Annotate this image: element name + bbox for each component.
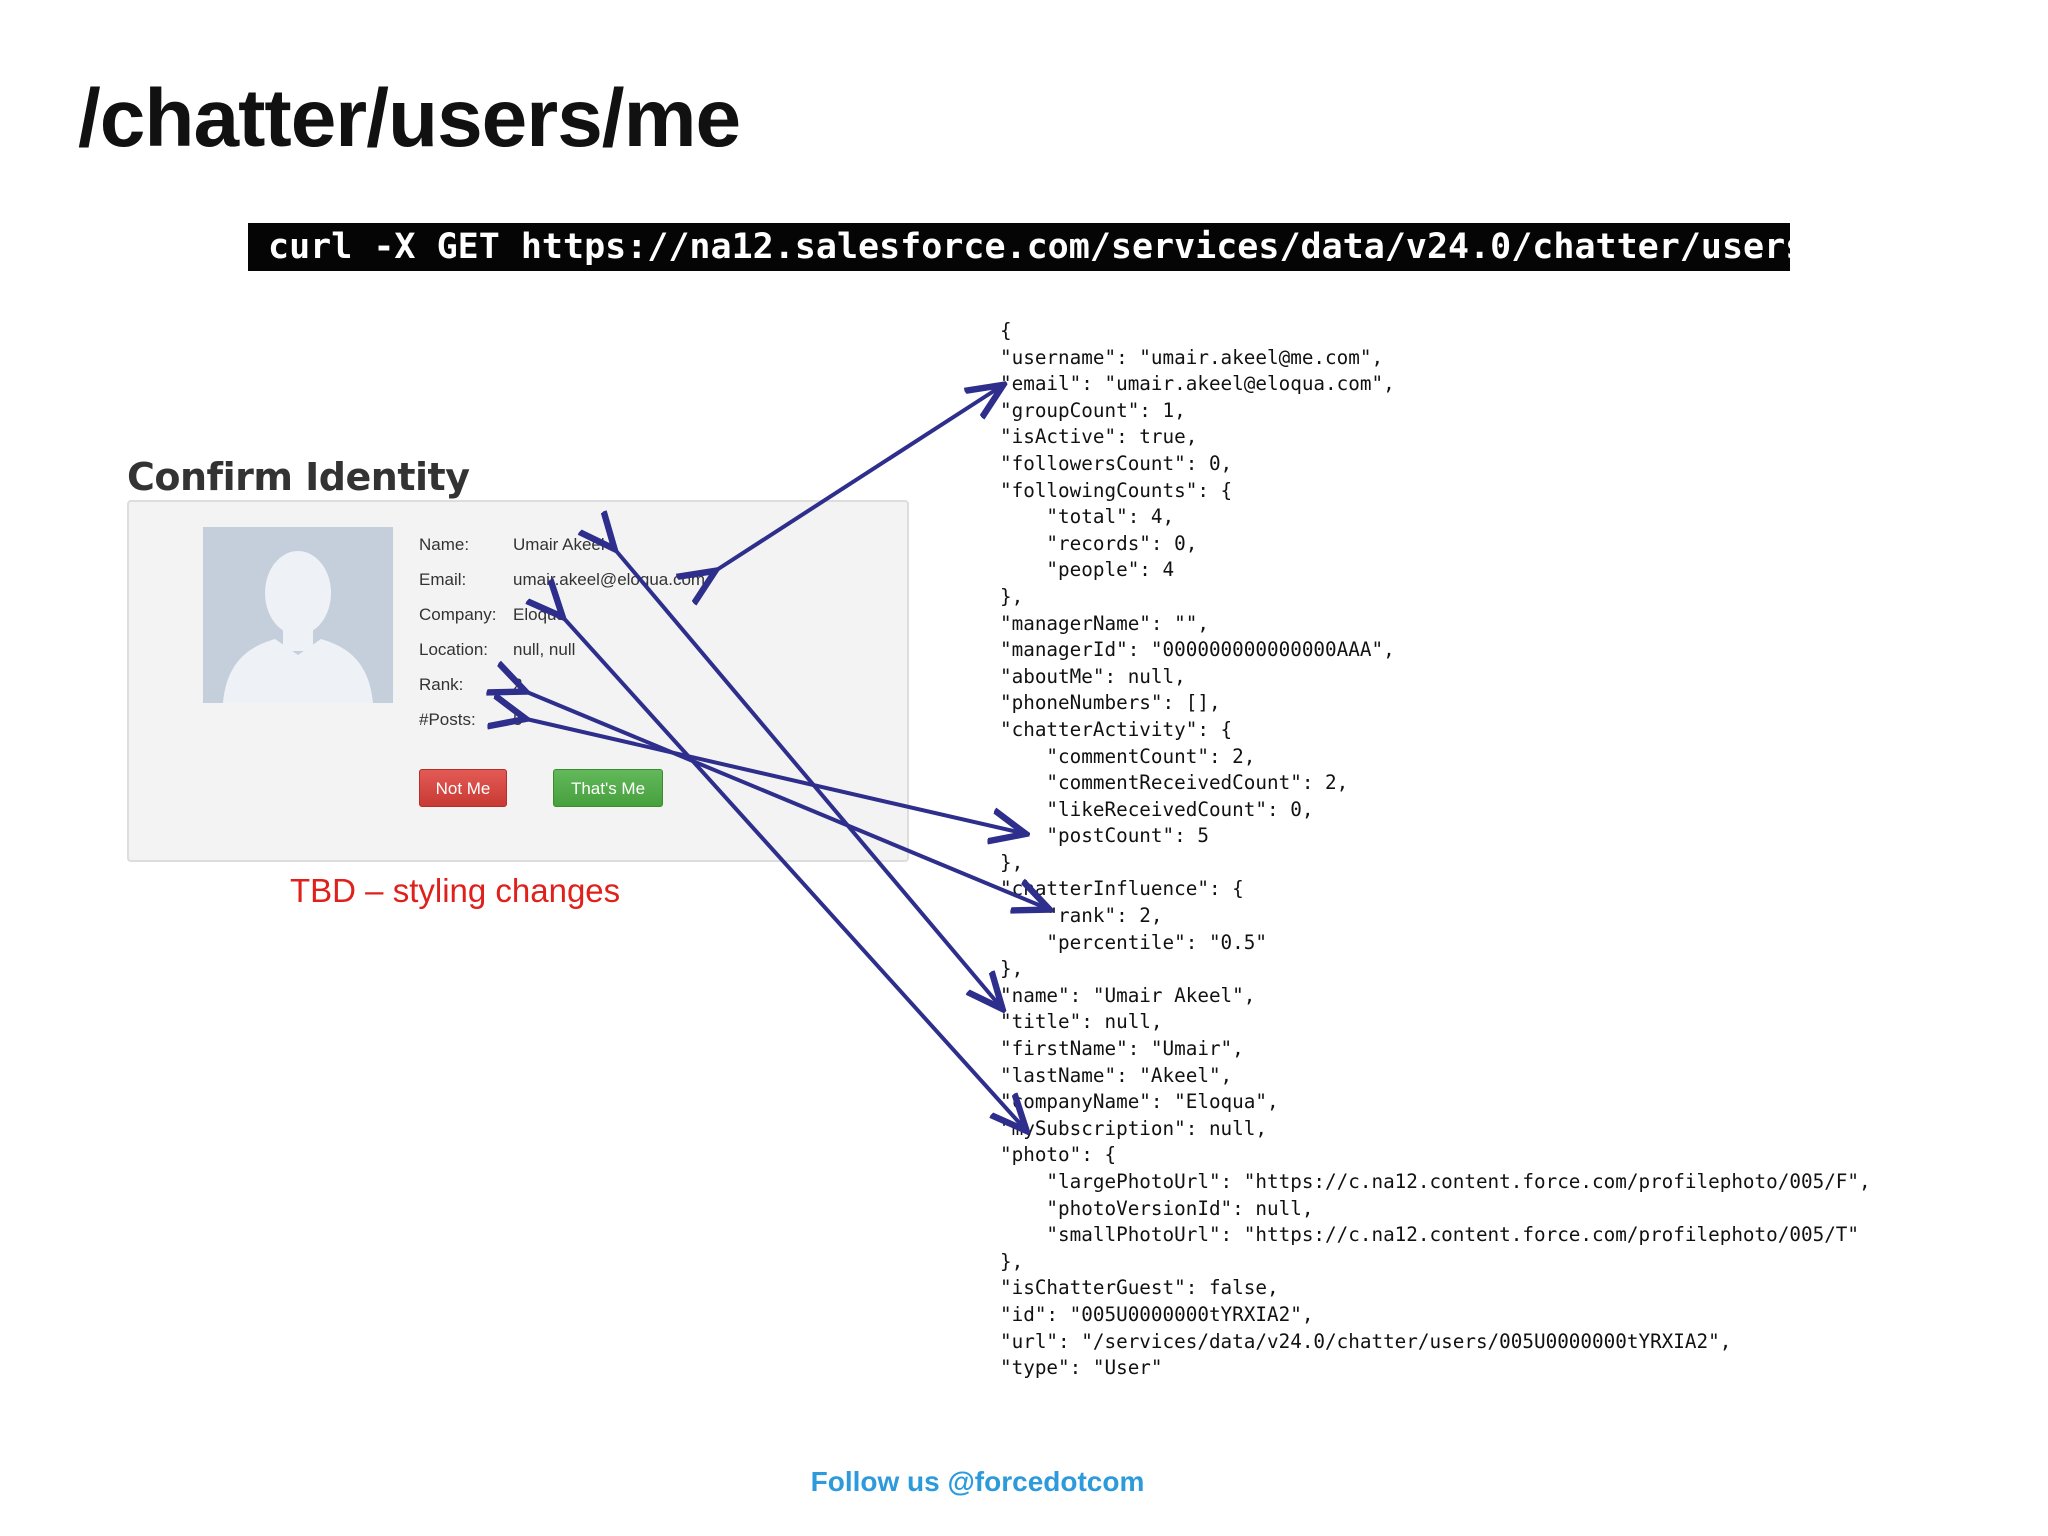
- slide-title: /chatter/users/me: [78, 73, 741, 164]
- json-line: "postCount": 5: [1000, 824, 1209, 848]
- json-line: "title": null,: [1000, 1010, 1163, 1034]
- json-response: { "username": "umair.akeel@me.com", "email…: [1000, 318, 1871, 1382]
- json-line: "username": "umair.akeel@me.com",: [1000, 345, 1384, 369]
- field-label: #Posts:: [419, 710, 476, 729]
- field-row-posts: #Posts: 5: [419, 710, 522, 730]
- json-line: "type": "User": [1000, 1356, 1163, 1380]
- json-line: "companyName": "Eloqua",: [1000, 1090, 1279, 1114]
- field-label: Name:: [419, 535, 470, 554]
- field-label: Company:: [419, 605, 497, 624]
- json-line: "percentile": "0.5": [1000, 930, 1267, 954]
- json-line: "followersCount": 0,: [1000, 451, 1233, 475]
- json-line: "likeReceivedCount": 0,: [1000, 797, 1314, 821]
- confirm-identity-heading: Confirm Identity: [127, 455, 470, 499]
- json-line: {: [1000, 319, 1012, 342]
- field-row-email: Email: umair.akeel@eloqua.com: [419, 570, 705, 590]
- tbd-note: TBD – styling changes: [290, 872, 621, 909]
- json-line: "rank": 2,: [1000, 904, 1163, 928]
- field-value-location: null, null: [513, 640, 576, 659]
- json-line: "chatterInfluence": {: [1000, 877, 1244, 901]
- json-line: "photoVersionId": null,: [1000, 1196, 1314, 1220]
- field-value-email: umair.akeel@eloqua.com: [513, 570, 706, 589]
- json-line: "commentReceivedCount": 2,: [1000, 771, 1349, 795]
- json-line: },: [1000, 1249, 1024, 1273]
- json-line: "people": 4: [1000, 558, 1175, 582]
- json-line: "phoneNumbers": [],: [1000, 691, 1221, 715]
- field-value-company: Eloqua: [513, 605, 566, 624]
- json-line: "mySubscription": null,: [1000, 1116, 1267, 1140]
- thats-me-button[interactable]: That's Me: [553, 769, 663, 807]
- json-line: "largePhotoUrl": "https://c.na12.content…: [1000, 1170, 1871, 1193]
- json-line: "firstName": "Umair",: [1000, 1037, 1244, 1061]
- json-line: },: [1000, 957, 1024, 981]
- json-line: "isChatterGuest": false,: [1000, 1276, 1279, 1300]
- json-line: "aboutMe": null,: [1000, 664, 1186, 688]
- field-value-name: Umair Akeel: [513, 535, 605, 554]
- field-value-posts: 5: [513, 710, 523, 729]
- field-value-rank: 2: [513, 675, 523, 694]
- json-line: "chatterActivity": {: [1000, 717, 1233, 741]
- field-label: Location:: [419, 640, 488, 659]
- json-line: },: [1000, 584, 1024, 608]
- footer-follow-us[interactable]: Follow us @forcedotcom: [810, 1466, 1145, 1497]
- json-line: "email": "umair.akeel@eloqua.com",: [1000, 372, 1395, 396]
- not-me-button[interactable]: Not Me: [419, 769, 507, 807]
- json-line: "id": "005U0000000tYRXIA2",: [1000, 1302, 1314, 1326]
- field-row-name: Name: Umair Akeel: [419, 535, 605, 555]
- json-line: "lastName": "Akeel",: [1000, 1063, 1233, 1087]
- curl-command: curl -X GET https://na12.salesforce.com/…: [248, 223, 1790, 271]
- json-line: "url": "/services/data/v24.0/chatter/use…: [1000, 1329, 1732, 1353]
- json-line: "name": "Umair Akeel",: [1000, 983, 1256, 1007]
- field-label: Email:: [419, 570, 467, 589]
- json-line: "groupCount": 1,: [1000, 398, 1186, 422]
- json-line: "managerName": "",: [1000, 611, 1209, 635]
- json-line: "isActive": true,: [1000, 425, 1198, 449]
- json-line: },: [1000, 850, 1024, 874]
- field-row-rank: Rank: 2: [419, 675, 522, 695]
- json-line: "followingCounts": {: [1000, 478, 1233, 502]
- json-line: "total": 4,: [1000, 505, 1175, 529]
- confirm-identity-panel: Name: Umair Akeel Email: umair.akeel@eloqu…: [127, 500, 909, 862]
- field-row-company: Company: Eloqua: [419, 605, 566, 625]
- field-row-location: Location: null, null: [419, 640, 575, 660]
- avatar-placeholder-icon: [203, 527, 393, 703]
- json-line: "commentCount": 2,: [1000, 744, 1256, 768]
- json-line: "smallPhotoUrl": "https://c.na12.content…: [1000, 1223, 1860, 1247]
- json-line: "managerId": "000000000000000AAA",: [1000, 638, 1395, 662]
- json-line: "photo": {: [1000, 1143, 1117, 1167]
- json-line: "records": 0,: [1000, 531, 1198, 555]
- field-label: Rank:: [419, 675, 464, 694]
